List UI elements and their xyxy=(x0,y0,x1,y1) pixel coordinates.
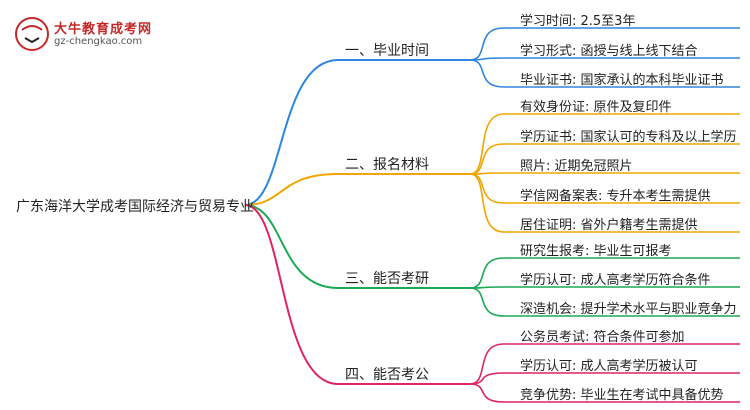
branch-label: 三、能否考研 xyxy=(345,271,429,287)
bull-logo-icon xyxy=(15,17,49,51)
logo-url: gz-chengkao.com xyxy=(54,36,143,47)
connector-branch-leaf xyxy=(469,173,505,204)
leaf-label: 学习时间: 2.5至3年 xyxy=(520,14,636,29)
branch-label: 一、毕业时间 xyxy=(345,43,429,59)
leaf-label: 学信网备案表: 专升本考生需提供 xyxy=(520,189,711,204)
connector-branch-leaf xyxy=(469,59,505,88)
connector-branch-leaf xyxy=(469,27,505,61)
connector-root-branch xyxy=(244,59,339,206)
leaf-label: 竞争优势: 毕业生在考试中具备优势 xyxy=(520,388,724,403)
logo-title: 大牛教育成考网 xyxy=(54,22,153,37)
connector-root-branch xyxy=(244,204,339,385)
leaf-label: 公务员考试: 符合条件可参加 xyxy=(520,330,685,345)
connector-branch-leaf xyxy=(469,143,505,175)
leaf-label: 照片: 近期免冠照片 xyxy=(520,159,633,174)
leaf-label: 毕业证书: 国家承认的本科毕业证书 xyxy=(520,73,724,88)
branch-label: 四、能否考公 xyxy=(345,367,429,383)
connector-branch-leaf xyxy=(469,383,505,403)
leaf-label: 深造机会: 提升学术水平与职业竞争力 xyxy=(520,302,737,317)
branch-label: 二、报名材料 xyxy=(345,157,429,173)
leaf-label: 学习形式: 函授与线上线下结合 xyxy=(520,44,698,59)
connector-root-branch xyxy=(244,204,339,289)
connector-branch-leaf xyxy=(469,343,505,385)
site-logo: 大牛教育成考网 gz-chengkao.com xyxy=(14,14,184,54)
root-topic: 广东海洋大学成考国际经济与贸易专业 xyxy=(16,199,254,215)
connector-branch-leaf xyxy=(469,257,505,289)
connector-root-branch xyxy=(244,173,339,206)
leaf-label: 有效身份证: 原件及复印件 xyxy=(520,100,672,115)
connector-branch-leaf xyxy=(469,113,505,175)
connector-branch-leaf xyxy=(469,173,505,233)
leaf-label: 研究生报考: 毕业生可报考 xyxy=(520,244,672,259)
connector-branch-leaf xyxy=(469,287,505,317)
leaf-label: 居住证明: 省外户籍考生需提供 xyxy=(520,218,698,233)
leaf-label: 学历认可: 成人高考学历被认可 xyxy=(520,359,698,374)
leaf-label: 学历证书: 国家认可的专科及以上学历 xyxy=(520,130,737,145)
leaf-label: 学历认可: 成人高考学历符合条件 xyxy=(520,273,711,288)
